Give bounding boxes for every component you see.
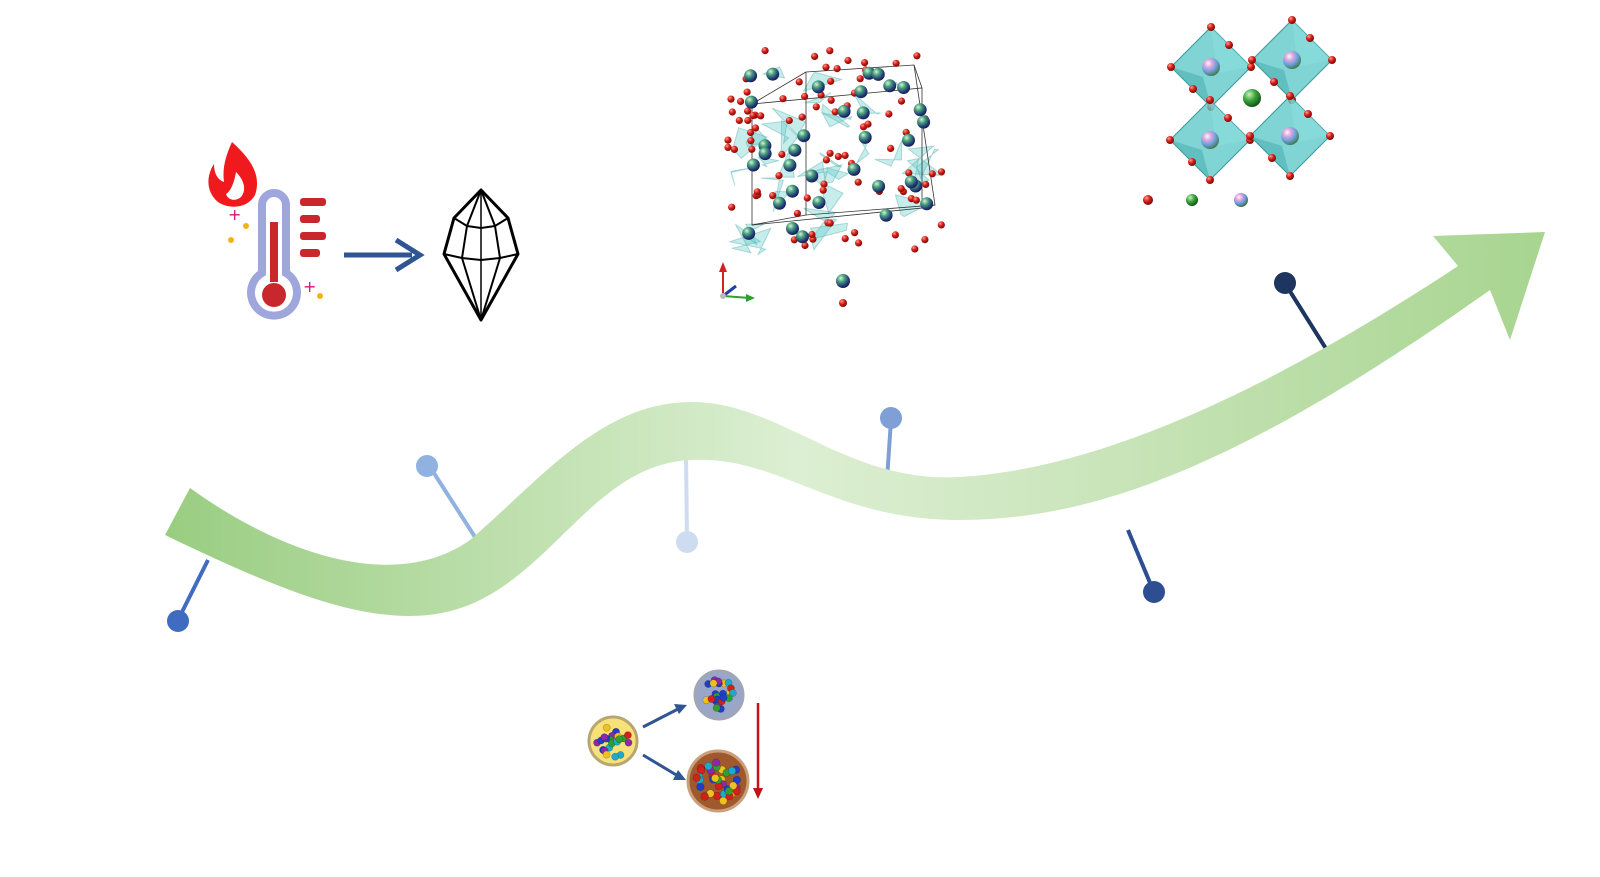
heat-to-crystal-icon-group: + + [208, 142, 520, 322]
garnet-unit-cell-icon [724, 47, 946, 256]
timeline-pin-3 [676, 454, 698, 553]
flame-icon [208, 142, 258, 207]
legend-atom-cation [836, 274, 850, 288]
timeline-ribbon [165, 232, 1545, 616]
thermometer-icon [247, 189, 326, 320]
axis-triad-icon [719, 262, 755, 302]
svg-text:+: + [228, 205, 241, 224]
process-arrow-icon [344, 237, 425, 273]
timeline-pin-2 [416, 455, 477, 539]
atom-legend-icon [1143, 193, 1248, 207]
timeline-pin-5 [1126, 529, 1165, 603]
crystal-icon [442, 188, 520, 322]
perovskite-structure-icon [1166, 16, 1336, 184]
particle-split-icon [587, 669, 763, 813]
timeline-pin-6 [1274, 272, 1332, 357]
svg-text:+: + [303, 277, 316, 296]
legend-atom-oxygen [839, 299, 847, 307]
timeline-pin-1 [167, 559, 210, 632]
